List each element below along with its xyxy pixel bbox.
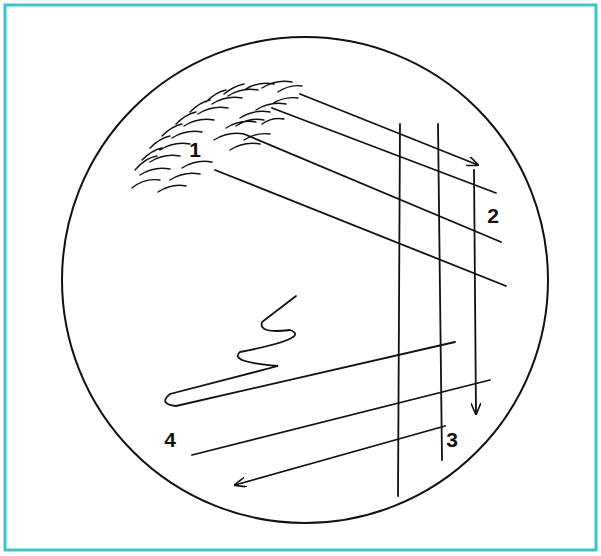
petri-dish — [62, 37, 548, 523]
callout-number: 1 — [187, 138, 203, 161]
streak-lines — [165, 94, 506, 496]
streak-area-1 — [132, 81, 302, 192]
callout-number: 4 — [162, 428, 178, 451]
callout-number: 2 — [485, 204, 501, 227]
frame-border — [5, 5, 596, 550]
callout-number: 3 — [444, 428, 460, 451]
